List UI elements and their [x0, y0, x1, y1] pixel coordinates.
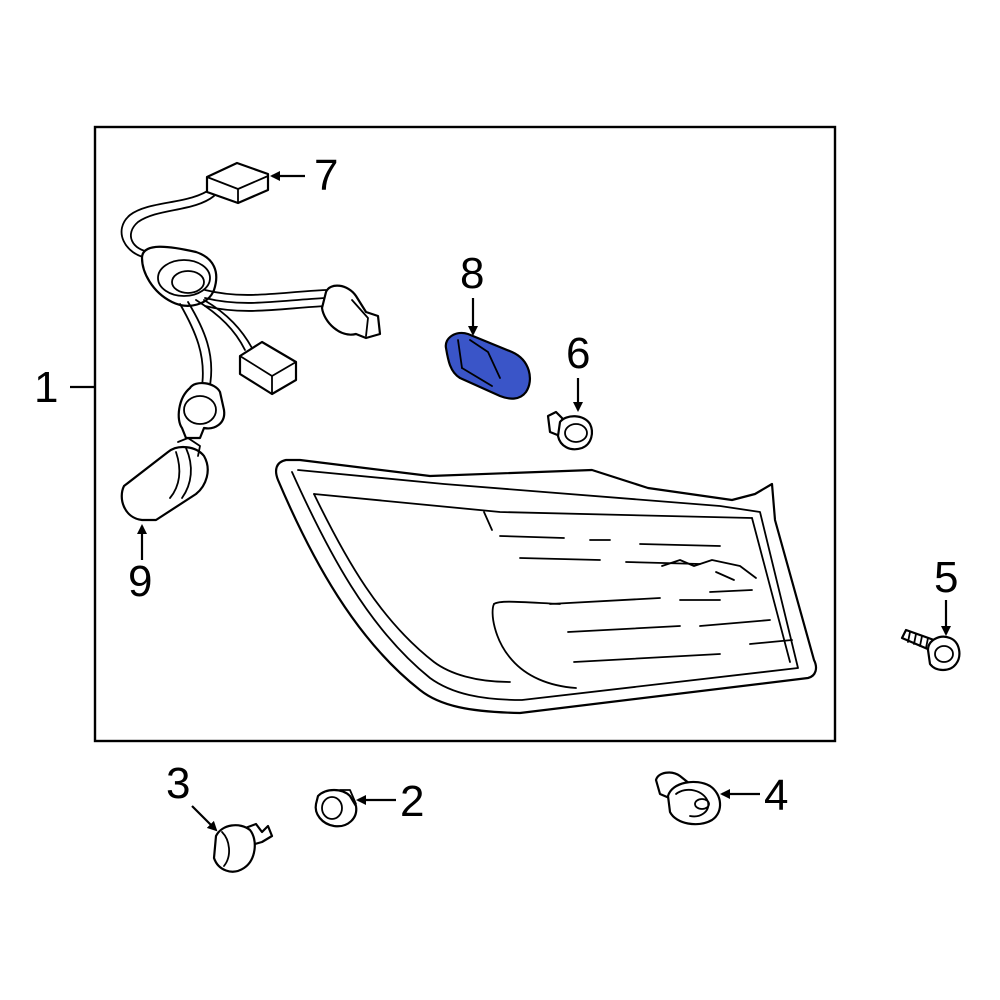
callout-9[interactable]: 9: [128, 524, 152, 606]
wedge-bulb-9[interactable]: [120, 437, 209, 522]
callout-8-label: 8: [460, 249, 484, 298]
callout-7[interactable]: 7: [270, 151, 338, 200]
callout-4-label: 4: [764, 771, 788, 820]
wiring-harness[interactable]: [120, 161, 382, 440]
harness-grommet: [140, 245, 218, 307]
nut-2[interactable]: [314, 788, 358, 828]
harness-socket-right: [320, 284, 382, 340]
assembly-frame: [93, 125, 837, 743]
callout-8[interactable]: 8: [460, 249, 484, 336]
grommet-3[interactable]: [212, 822, 274, 873]
callout-4[interactable]: 4: [720, 771, 788, 820]
callout-9-label: 9: [128, 557, 152, 606]
callout-3-label: 3: [166, 759, 190, 808]
callout-6[interactable]: 6: [566, 329, 590, 412]
harness-connector-top: [205, 161, 270, 205]
tail-lamp-housing[interactable]: [275, 458, 818, 715]
callout-1-label: 1: [34, 363, 58, 412]
clip-6[interactable]: [546, 410, 593, 451]
screw-5[interactable]: [900, 628, 961, 672]
callout-5-label: 5: [934, 553, 958, 602]
retainer-4[interactable]: [654, 771, 722, 826]
callout-6-label: 6: [566, 329, 590, 378]
wedge-bulb-8[interactable]: [444, 331, 531, 400]
harness-connector-middle: [238, 340, 298, 396]
bulb-8-body: [444, 331, 531, 400]
harness-socket-lower: [177, 382, 226, 440]
callout-1[interactable]: 1: [34, 363, 95, 412]
callout-2-label: 2: [400, 777, 424, 826]
callout-5[interactable]: 5: [934, 553, 958, 636]
callout-7-label: 7: [314, 151, 338, 200]
callout-2[interactable]: 2: [356, 777, 424, 826]
callout-3[interactable]: 3: [166, 759, 218, 832]
